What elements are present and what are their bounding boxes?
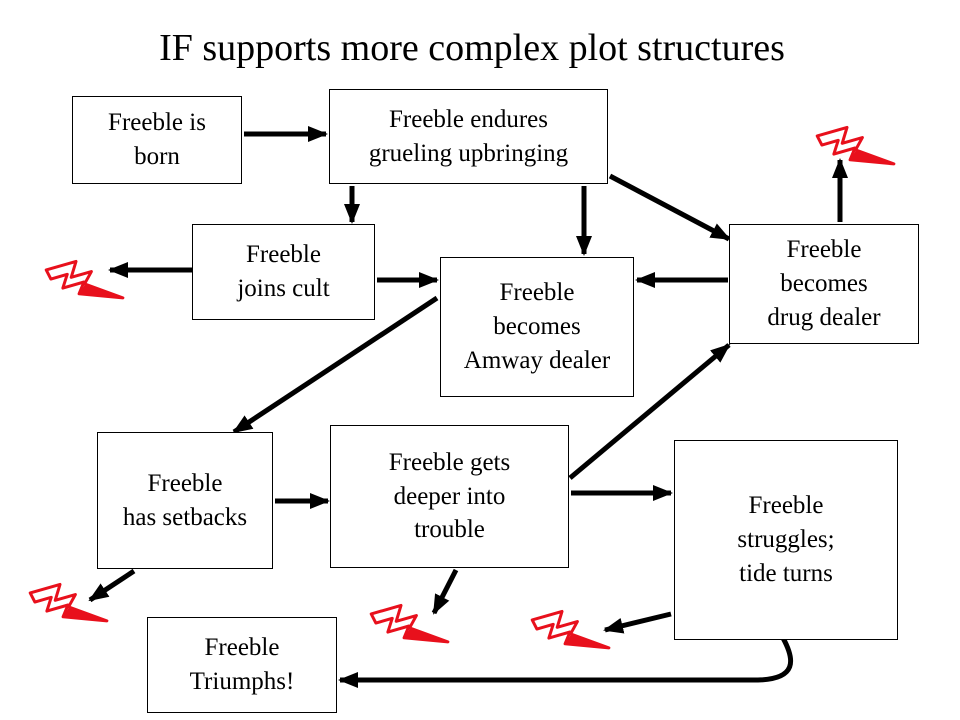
node-upbringing: Freeble endures grueling upbringing: [329, 89, 608, 184]
node-born: Freeble is born: [72, 96, 242, 184]
arrow-struggles-to-triumphs: [338, 636, 794, 688]
arrow-trouble-to-drug: [568, 343, 731, 480]
node-drug: Freeble becomes drug dealer: [729, 224, 919, 344]
arrow-amway-to-setbacks: [232, 295, 439, 435]
lightning-bolt-icon: [530, 609, 611, 650]
node-drug-label: Freeble becomes drug dealer: [767, 236, 881, 331]
node-born-label: Freeble is born: [108, 109, 206, 170]
arrow-struggles-to-failure: [603, 611, 672, 634]
node-struggles: Freeble struggles; tide turns: [674, 440, 898, 640]
node-setbacks-label: Freeble has setbacks: [122, 469, 248, 531]
lightning-bolt-icon: [44, 259, 125, 300]
lightning-bolt-icon: [815, 125, 896, 166]
node-setbacks: Freeble has setbacks: [97, 432, 273, 569]
node-cult-label: Freeble joins cult: [237, 241, 330, 302]
node-trouble-label: Freeble gets deeper into trouble: [388, 448, 511, 544]
arrow-trouble-to-failure: [431, 568, 459, 615]
node-amway: Freeble becomes Amway dealer: [440, 257, 634, 397]
arrow-upbringing-to-drug: [608, 173, 731, 242]
node-triumphs-label: Freeble Triumphs!: [189, 634, 295, 695]
lightning-bolt-icon: [369, 603, 450, 644]
diagram-title: IF supports more complex plot structures: [159, 27, 785, 69]
lightning-bolt-icon: [28, 582, 109, 623]
node-amway-label: Freeble becomes Amway dealer: [463, 279, 611, 374]
node-upbringing-label: Freeble endures grueling upbringing: [368, 105, 569, 167]
node-cult: Freeble joins cult: [192, 224, 375, 320]
arrow-setbacks-to-failure: [88, 568, 136, 603]
node-triumphs: Freeble Triumphs!: [147, 617, 337, 713]
node-struggles-label: Freeble struggles; tide turns: [737, 492, 835, 587]
node-trouble: Freeble gets deeper into trouble: [330, 425, 569, 568]
